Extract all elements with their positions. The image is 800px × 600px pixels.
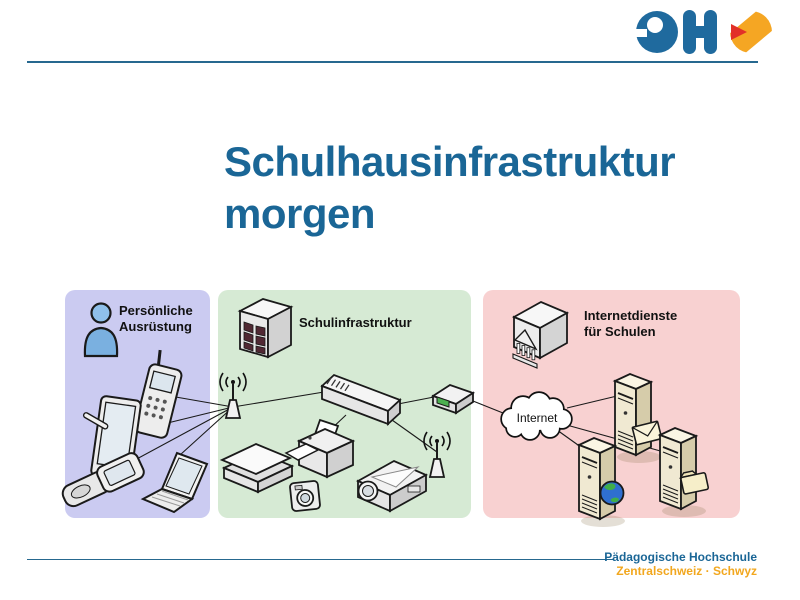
web-server-icon — [578, 437, 626, 528]
footer-rule — [27, 559, 613, 560]
stylus-icon — [82, 412, 109, 430]
bank-building-icon — [511, 301, 570, 369]
scanner-icon — [219, 443, 295, 494]
title-line-2: morgen — [224, 190, 376, 237]
laptop-icon — [140, 451, 209, 514]
network-switch-icon — [320, 373, 402, 427]
panel-title-personal-line1: Persönliche — [119, 303, 193, 318]
person-icon — [83, 302, 119, 358]
mobile-phone-icon — [134, 349, 183, 439]
page-title: Schulhausinfrastruktur morgen — [224, 136, 744, 240]
logo-letter-h — [683, 10, 717, 54]
internet-cloud-label: Internet — [517, 411, 558, 425]
logo-letter-p — [633, 11, 678, 53]
footer-branding: Pädagogische Hochschule Zentralschweiz ·… — [604, 550, 757, 578]
flip-phone-icon — [61, 452, 145, 508]
phz-logo — [633, 9, 773, 55]
header-rule — [27, 61, 758, 63]
router-icon — [430, 384, 476, 415]
panel-title-school: Schulinfrastruktur — [299, 315, 412, 330]
file-server-icon — [659, 427, 710, 518]
mail-server-icon — [614, 373, 663, 464]
internet-cloud: Internet — [500, 391, 573, 441]
title-line-1: Schulhausinfrastruktur — [224, 138, 676, 185]
footer-region: Zentralschweiz · Schwyz — [616, 564, 757, 578]
camera-icon — [289, 480, 321, 512]
school-building-icon — [237, 298, 294, 359]
panel-title-personal-line2: Ausrüstung — [119, 319, 192, 334]
logo-letter-z — [729, 9, 773, 55]
panel-title-internet-line1: Internetdienste — [584, 308, 677, 323]
projector-icon — [355, 459, 429, 513]
footer-institution: Pädagogische Hochschule — [604, 550, 757, 564]
printer-icon — [284, 418, 356, 479]
panel-title-internet-line2: für Schulen — [584, 324, 656, 339]
